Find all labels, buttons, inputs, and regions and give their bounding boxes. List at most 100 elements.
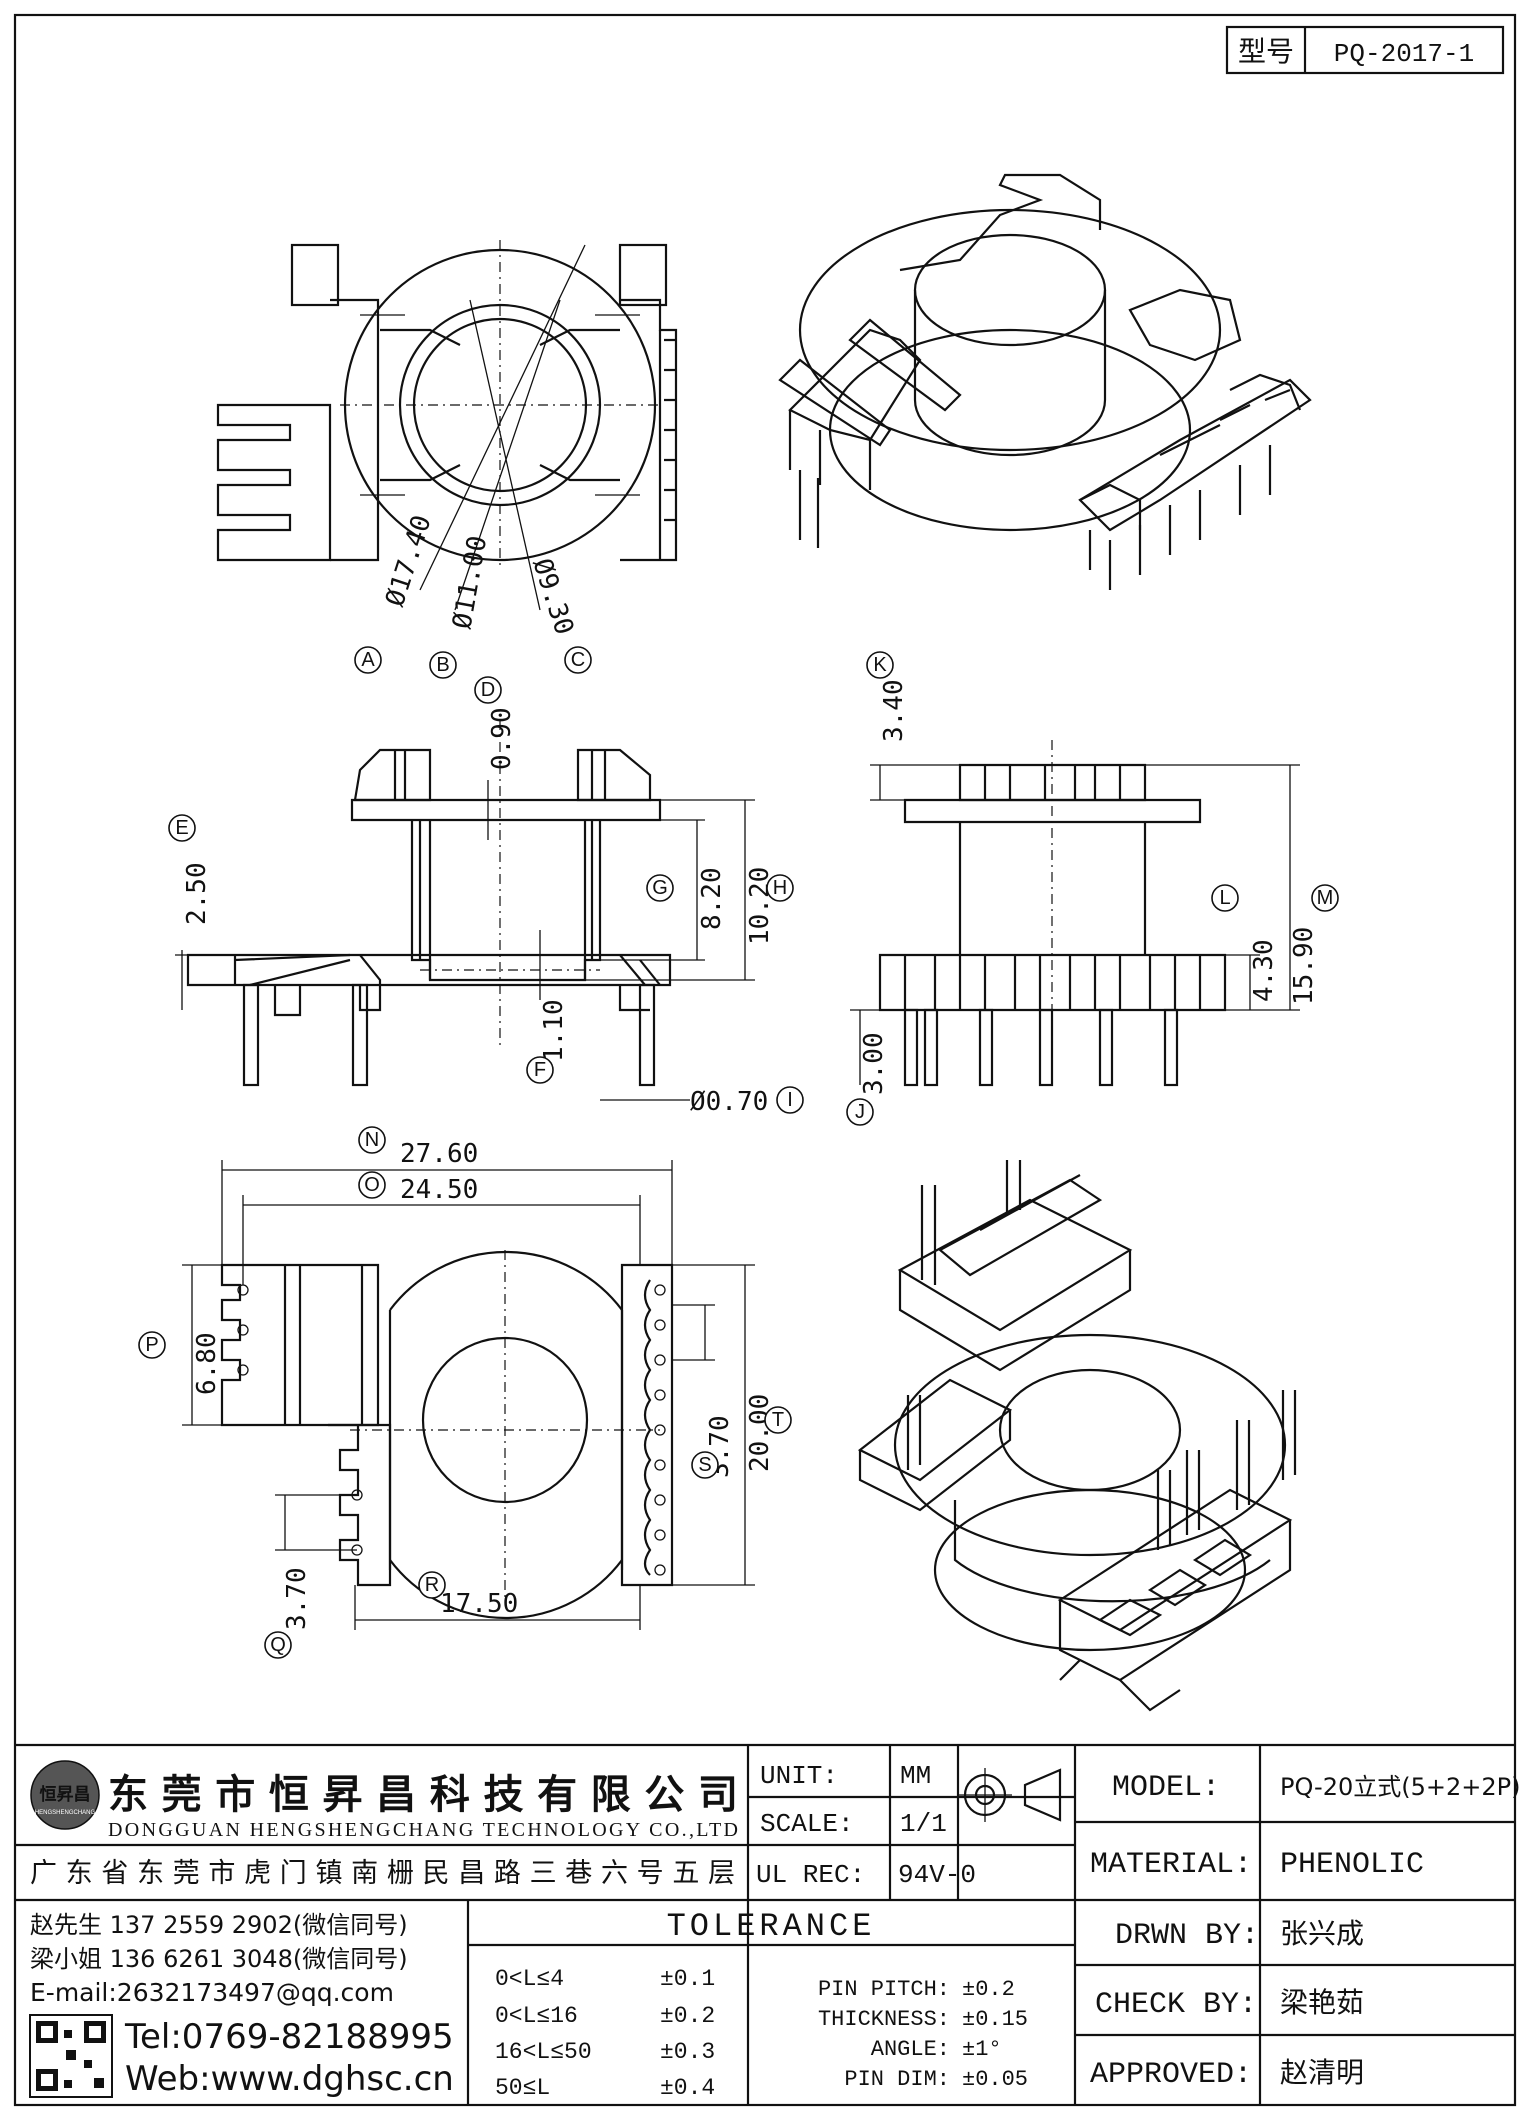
scale-value: 1/1	[900, 1809, 947, 1839]
svg-text:I: I	[787, 1089, 793, 1111]
title-block: 恒昇昌 HENGSHENGCHANG 东莞市恒昇昌科技有限公司 DONGGUAN…	[15, 1743, 1520, 2105]
svg-text:C: C	[571, 649, 585, 671]
sheet-border	[13, 13, 1517, 2107]
pin-dim-label: PIN DIM:	[844, 2067, 950, 2092]
svg-text:S: S	[698, 1454, 711, 1476]
qr-code	[29, 2014, 113, 2098]
email: E-mail:2632173497@qq.com	[30, 1978, 394, 2007]
unit-value: MM	[900, 1761, 931, 1791]
svg-text:D: D	[481, 679, 495, 701]
dim-m: 15.90	[1289, 927, 1319, 1005]
svg-text:P: P	[145, 1334, 158, 1356]
bubble-h: H	[766, 874, 794, 902]
model-number: PQ-2017-1	[1334, 39, 1474, 69]
tol-value-1: ±0.1	[660, 1966, 715, 1992]
check-by-label: CHECK BY:	[1095, 1988, 1257, 2022]
dim-g: 8.20	[697, 867, 727, 930]
angle-label: ANGLE:	[871, 2037, 950, 2062]
svg-text:A: A	[361, 649, 375, 671]
bubble-m: M	[1311, 884, 1339, 912]
telephone: Tel:0769-82188995	[124, 2017, 454, 2057]
svg-text:G: G	[652, 877, 668, 899]
drawn-by-label: DRWN BY:	[1115, 1919, 1259, 1953]
dim-j: 3.00	[859, 1032, 889, 1095]
pin-pitch-label: PIN PITCH:	[818, 1977, 950, 2002]
dim-d: 0.90	[487, 707, 517, 770]
bubble-j: J	[846, 1098, 874, 1126]
svg-text:H: H	[773, 877, 787, 899]
model-field-label: MODEL:	[1112, 1771, 1220, 1805]
dim-k: 3.40	[879, 679, 909, 742]
thickness-label: THICKNESS:	[818, 2007, 950, 2032]
approved-value: 赵清明	[1280, 2056, 1364, 2089]
pin-dim-value: ±0.05	[962, 2067, 1028, 2092]
svg-text:R: R	[425, 1574, 439, 1596]
thickness-value: ±0.15	[962, 2007, 1028, 2032]
bubble-n: N	[358, 1126, 386, 1154]
logo-subtext: HENGSHENGCHANG	[35, 1810, 96, 1816]
model-label: 型号	[1238, 35, 1294, 68]
reference-bubbles: A B C D E F G H I J K L M N O P Q R S T	[138, 646, 1339, 1659]
dim-r: 17.50	[440, 1589, 518, 1619]
dimension-lines	[175, 764, 1300, 1630]
ulrec-label: UL REC:	[756, 1860, 865, 1890]
tol-range-2: 0<L≤16	[495, 2003, 578, 2029]
svg-text:B: B	[436, 654, 449, 676]
tol-value-4: ±0.4	[660, 2075, 715, 2101]
isometric-view-upper	[778, 173, 1312, 590]
bubble-g: G	[646, 874, 674, 902]
model-box: 型号 PQ-2017-1	[1225, 25, 1505, 75]
approved-label: APPROVED:	[1090, 2058, 1252, 2092]
tol-range-4: 50≤L	[495, 2075, 550, 2101]
tolerance-title: TOLERANCE	[667, 1908, 876, 1945]
dim-c: Ø9.30	[526, 555, 579, 639]
material-label: MATERIAL:	[1090, 1848, 1252, 1882]
isometric-view-lower	[857, 1160, 1297, 1712]
bubble-a: A	[354, 646, 382, 674]
bubble-o: O	[358, 1171, 386, 1199]
bubble-e: E	[168, 814, 196, 842]
pin-pitch-value: ±0.2	[962, 1977, 1015, 2002]
unit-label: UNIT:	[760, 1761, 838, 1791]
svg-text:E: E	[175, 817, 188, 839]
dim-i: Ø0.70	[690, 1087, 768, 1117]
company-name-cn: 东莞市恒昇昌科技有限公司	[108, 1772, 738, 1818]
tol-value-2: ±0.2	[660, 2003, 715, 2029]
company-address: 广东省东莞市虎门镇南栅民昌路三巷六号五层	[30, 1858, 735, 1889]
bubble-d: D	[474, 676, 502, 704]
website: Web:www.dghsc.cn	[125, 2059, 454, 2099]
dim-o: 24.50	[400, 1175, 478, 1205]
bubble-c: C	[564, 646, 592, 674]
bubble-q: Q	[264, 1631, 292, 1659]
ulrec-value: 94V-0	[898, 1860, 976, 1890]
material-value: PHENOLIC	[1280, 1848, 1424, 1882]
model-field-value: PQ-20立式(5+2+2P)	[1280, 1773, 1520, 1801]
logo-text: 恒昇昌	[40, 1784, 91, 1805]
bubble-r: R	[418, 1571, 446, 1599]
top-view	[216, 240, 678, 611]
dim-l: 4.30	[1249, 939, 1279, 1002]
svg-text:Q: Q	[270, 1634, 286, 1656]
angle-value: ±1°	[962, 2037, 1002, 2062]
bubble-k: K	[866, 651, 894, 679]
svg-text:F: F	[534, 1059, 546, 1081]
bubble-p: P	[138, 1331, 166, 1359]
dim-e: 2.50	[182, 862, 212, 925]
bubble-s: S	[691, 1451, 719, 1479]
dim-a: Ø17.40	[380, 512, 438, 611]
svg-text:N: N	[365, 1129, 379, 1151]
svg-text:J: J	[855, 1101, 865, 1123]
tol-range-1: 0<L≤4	[495, 1966, 564, 1992]
contact-1: 赵先生 137 2559 2902(微信同号)	[30, 1911, 408, 1939]
bubble-t: T	[764, 1406, 792, 1434]
svg-text:K: K	[873, 654, 887, 676]
bubble-f: F	[526, 1056, 554, 1084]
svg-text:T: T	[772, 1409, 784, 1431]
tolerance-table: 0<L≤4 ±0.1 0<L≤16 ±0.2 16<L≤50 ±0.3 50≤L…	[495, 1966, 1028, 2101]
bubble-b: B	[429, 651, 457, 679]
dim-p: 6.80	[192, 1332, 222, 1395]
dim-n: 27.60	[400, 1139, 478, 1169]
side-view	[878, 740, 1227, 1087]
svg-text:O: O	[364, 1174, 380, 1196]
tol-value-3: ±0.3	[660, 2039, 715, 2065]
